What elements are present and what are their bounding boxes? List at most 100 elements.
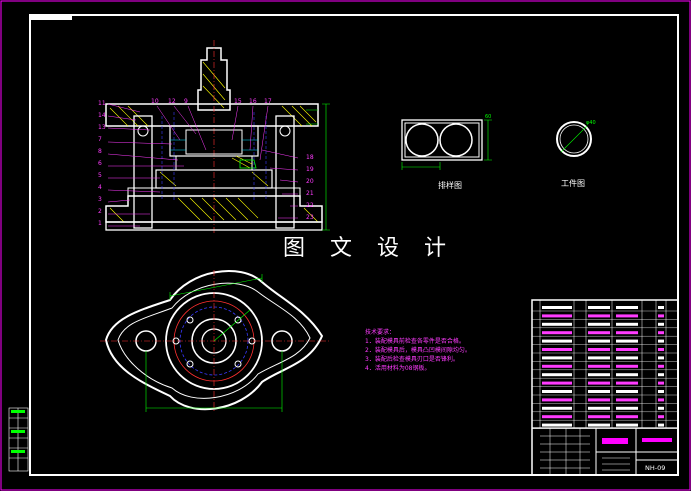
bom-cell-text (616, 381, 638, 385)
bom-cell-text (588, 306, 610, 309)
part-balloon-5: 5 (98, 172, 102, 179)
bom-cell-text (658, 364, 664, 368)
part-balloon-8: 8 (98, 148, 102, 155)
bom-cell-text (588, 331, 610, 335)
bom-cell-text (588, 398, 610, 402)
technical-requirement-item: 2．装配模具后，模具凸凹模间隙均匀。 (365, 347, 471, 354)
bom-table-rows (532, 306, 678, 429)
bom-cell-text (616, 331, 638, 335)
bom-cell-text (616, 406, 638, 410)
part-balloon-2: 2 (98, 208, 102, 215)
leader-lines (107, 103, 299, 227)
bom-cell-text (616, 373, 638, 377)
bom-cell-text (616, 423, 638, 427)
bom-cell-text (542, 415, 572, 419)
bom-cell-text (658, 356, 664, 360)
bom-cell-text (658, 423, 664, 427)
bom-cell-text (658, 348, 664, 351)
part-balloon-15: 15 (234, 98, 242, 105)
workpiece-caption: 工件图 (561, 179, 585, 188)
part-balloon-16: 16 (249, 98, 257, 105)
part-balloon-19: 19 (306, 166, 314, 173)
bom-cell-text (616, 364, 638, 368)
bom-cell-text (588, 364, 610, 368)
bom-cell-text (658, 398, 664, 402)
part-balloon-3: 3 (98, 196, 102, 203)
bom-cell-text (658, 306, 664, 309)
part-balloon-18: 18 (306, 154, 314, 161)
bom-cell-text (588, 406, 610, 410)
part-balloon-20: 20 (306, 178, 314, 185)
bom-cell-text (542, 406, 572, 410)
bom-cell-text (588, 423, 610, 427)
part-balloon-9: 9 (184, 98, 188, 105)
technical-requirements: 技术要求： 1．装配模具前检查各零件是否合格。 2．装配模具后，模具凸凹模间隙均… (365, 328, 471, 373)
bom-cell-text (542, 381, 572, 385)
part-balloon-22: 22 (306, 202, 314, 209)
watermark: 图 文 设 计 (283, 236, 455, 261)
drawing-number: NH-09 (645, 464, 666, 472)
part-balloon-13: 13 (98, 124, 106, 131)
bom-cell-text (616, 306, 638, 309)
bom-cell-text (588, 390, 610, 393)
bom-cell-text (588, 348, 610, 351)
bom-cell-text (542, 364, 572, 368)
part-balloon-1: 1 (98, 220, 102, 227)
bom-cell-text (588, 415, 610, 419)
bom-cell-text (542, 339, 572, 343)
part-balloon-21: 21 (306, 190, 314, 197)
bom-cell-text (616, 415, 638, 419)
bom-cell-text (588, 356, 610, 360)
part-balloon-4: 4 (98, 184, 102, 191)
bom-cell-text (542, 398, 572, 402)
bom-cell-text (616, 356, 638, 360)
bom-cell-text (542, 423, 572, 427)
bom-cell-text (658, 381, 664, 385)
svg-text:φ40: φ40 (586, 120, 596, 126)
die-plan-view (100, 270, 330, 412)
bom-cell-text (542, 322, 572, 326)
strip-layout-view: 60 (401, 114, 492, 170)
bom-cell-text (616, 348, 638, 351)
part-balloon-12: 12 (168, 98, 176, 105)
bom-cell-text (658, 322, 664, 326)
technical-requirement-item: 3．装配后检查模具刃口是否锋利。 (365, 356, 459, 363)
bom-cell-text (658, 373, 664, 377)
bom-cell-text (658, 331, 664, 335)
part-balloon-23: 23 (306, 214, 314, 221)
bom-cell-text (616, 390, 638, 393)
title-block (531, 299, 679, 476)
bom-cell-text (588, 314, 610, 318)
technical-requirement-item: 1．装配模具前检查各零件是否合格。 (365, 338, 465, 345)
bom-cell-text (542, 314, 572, 318)
die-section-view (105, 40, 330, 235)
bom-cell-text (658, 314, 664, 318)
bom-cell-text (542, 331, 572, 335)
bom-cell-text (588, 339, 610, 343)
bom-cell-text (542, 390, 572, 393)
workpiece-view: φ40 (556, 120, 596, 157)
bom-cell-text (588, 322, 610, 326)
svg-text:60: 60 (485, 114, 491, 120)
bom-cell-text (542, 306, 572, 309)
part-balloon-7: 7 (98, 136, 102, 143)
bom-cell-text (616, 322, 638, 326)
bom-cell-text (658, 390, 664, 393)
part-balloon-11: 11 (98, 100, 106, 107)
margin-strip (8, 407, 29, 472)
bom-cell-text (542, 373, 572, 377)
bom-cell-text (658, 415, 664, 419)
bom-cell-text (616, 339, 638, 343)
technical-requirement-item: 4．活用材料为08钢板。 (365, 365, 431, 372)
part-balloon-14: 14 (98, 112, 106, 119)
bom-cell-text (542, 348, 572, 351)
bom-cell-text (616, 314, 638, 318)
technical-requirements-heading: 技术要求： (365, 329, 396, 336)
part-balloon-17: 17 (264, 98, 272, 105)
bom-cell-text (658, 339, 664, 343)
strip-layout-caption: 排样图 (438, 181, 462, 190)
bom-cell-text (588, 373, 610, 377)
part-balloon-10: 10 (151, 98, 159, 105)
